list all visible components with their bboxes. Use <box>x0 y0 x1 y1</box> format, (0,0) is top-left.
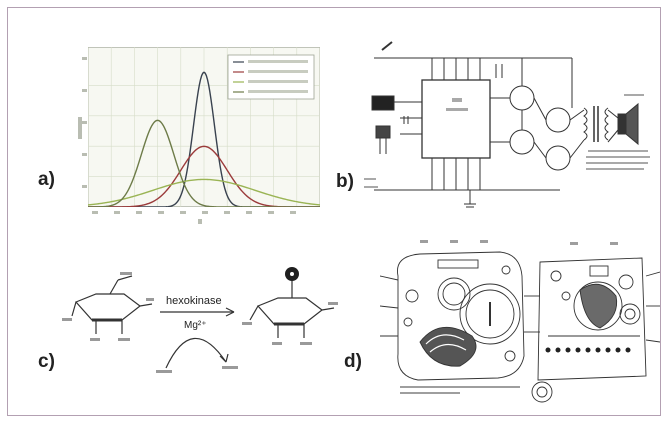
curve-series-4 <box>88 119 320 207</box>
glucose-6-phosphate-molecule <box>249 280 335 338</box>
cofactor-label: Mg²⁺ <box>184 320 207 331</box>
plot-axes-decoration <box>78 57 296 224</box>
circuit-schematic <box>364 41 650 208</box>
plot-curves <box>88 71 320 207</box>
large-gear <box>459 283 521 345</box>
curve-series-1 <box>88 71 320 207</box>
transistor-4 <box>545 145 571 171</box>
glucose-molecule <box>71 275 153 334</box>
transistor-2 <box>509 129 535 155</box>
panel-label-b: b) <box>336 171 354 192</box>
reaction-arrow <box>160 307 235 369</box>
panel-label-a: a) <box>38 169 55 190</box>
small-dial <box>531 381 553 403</box>
speaker <box>607 102 639 146</box>
medium-gear <box>437 277 471 311</box>
plot-legend <box>227 54 315 100</box>
panel-label-c: c) <box>38 351 55 372</box>
right-housing <box>537 257 647 381</box>
transistor-1 <box>509 85 535 111</box>
left-housing <box>397 251 525 381</box>
mechanism-technical-drawing <box>380 240 660 403</box>
hexokinase-reaction: hexokinase Mg²⁺ <box>62 267 338 373</box>
transistor-3 <box>545 107 571 133</box>
enzyme-name: hexokinase <box>166 295 222 307</box>
right-mechanism <box>573 281 623 331</box>
normal-distribution-plot <box>88 47 320 207</box>
ic-chip <box>421 79 491 159</box>
transformer <box>569 106 609 159</box>
curve-series-3 <box>88 178 320 206</box>
panel-label-d: d) <box>344 351 362 372</box>
